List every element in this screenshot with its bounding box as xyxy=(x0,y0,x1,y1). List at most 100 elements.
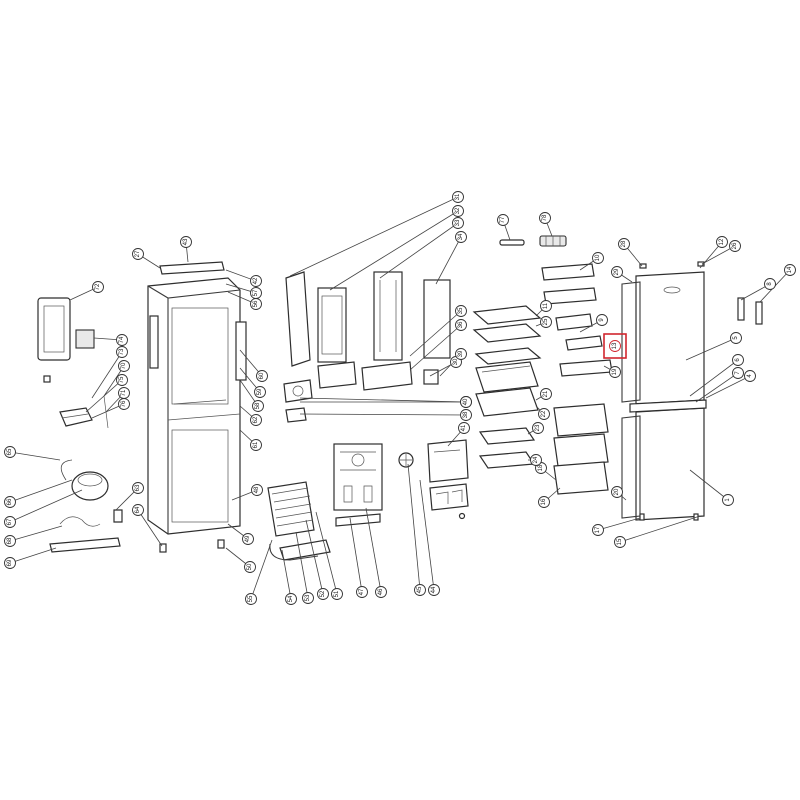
callout-8: 8 xyxy=(764,278,776,290)
callout-72: 72 xyxy=(92,281,104,293)
callout-number-55: 55 xyxy=(248,595,254,602)
top-hinge-plate xyxy=(159,261,225,275)
callout-circle-33 xyxy=(452,217,464,229)
callout-circle-26 xyxy=(729,240,741,252)
callout-number-50: 50 xyxy=(247,563,253,570)
callout-24: 24 xyxy=(530,454,542,466)
compressor xyxy=(60,459,109,501)
callout-61: 61 xyxy=(250,439,262,451)
callout-circle-75 xyxy=(116,374,128,386)
callout-38: 38 xyxy=(460,409,472,421)
callout-circle-14 xyxy=(784,264,796,276)
leader-line-15 xyxy=(619,515,701,543)
glass-shelf-2 xyxy=(472,323,542,343)
callout-circle-60 xyxy=(256,370,268,382)
callout-5: 5 xyxy=(730,332,742,344)
callout-circle-74 xyxy=(116,334,128,346)
callout-circle-76 xyxy=(118,398,130,410)
callout-number-40: 40 xyxy=(463,398,469,405)
callout-number-26: 26 xyxy=(732,242,738,249)
label-plate xyxy=(75,329,95,349)
freezer-drawer-top xyxy=(553,403,609,437)
callout-53: 53 xyxy=(302,592,314,604)
callout-46: 46 xyxy=(375,586,387,598)
callout-number-6: 6 xyxy=(735,358,741,362)
damper xyxy=(285,407,307,423)
callout-25: 25 xyxy=(540,316,552,328)
callout-34: 34 xyxy=(455,231,467,243)
hinge-cap-top-left xyxy=(639,263,647,269)
callout-28: 28 xyxy=(618,238,630,250)
callout-circle-73 xyxy=(116,346,128,358)
callout-number-9: 9 xyxy=(599,318,605,322)
callout-57: 57 xyxy=(250,287,262,299)
leader-line-55 xyxy=(250,539,273,600)
door-balcony-3 xyxy=(555,313,593,331)
highlighted-callout-box xyxy=(603,333,627,359)
callout-number-1: 1 xyxy=(725,498,731,502)
callout-35: 35 xyxy=(455,305,467,317)
callout-circle-1 xyxy=(722,494,734,506)
callout-circle-57 xyxy=(250,287,262,299)
leader-line-68 xyxy=(9,525,63,542)
callout-number-34: 34 xyxy=(458,233,464,240)
freezer-door xyxy=(635,407,705,521)
callout-77: 77 xyxy=(497,214,509,226)
control-box xyxy=(423,369,439,385)
fan-blade xyxy=(398,452,414,468)
callout-number-11: 11 xyxy=(543,302,549,309)
callout-number-48: 48 xyxy=(254,486,260,493)
evaporator-tray xyxy=(279,539,331,561)
door-gasket-frame xyxy=(37,297,71,361)
leader-line-33 xyxy=(379,222,459,279)
callout-circle-38 xyxy=(460,409,472,421)
callout-number-61: 61 xyxy=(253,441,259,448)
callout-number-19: 19 xyxy=(612,368,618,375)
callout-circle-47 xyxy=(356,586,368,598)
callout-44: 44 xyxy=(428,584,440,596)
callout-64: 64 xyxy=(132,504,144,516)
callout-15: 15 xyxy=(614,536,626,548)
door-balcony-1 xyxy=(541,263,595,281)
callout-circle-23 xyxy=(532,422,544,434)
callout-circle-64 xyxy=(132,504,144,516)
callout-23: 23 xyxy=(532,422,544,434)
callout-circle-67 xyxy=(4,516,16,528)
cabinet-hinge-strip-left xyxy=(149,315,159,369)
callout-number-70: 70 xyxy=(121,362,127,369)
callout-circle-25 xyxy=(540,316,552,328)
callout-number-24: 24 xyxy=(533,456,539,463)
leader-line-69 xyxy=(9,547,57,564)
air-duct-cover xyxy=(317,287,347,363)
callout-circle-29 xyxy=(611,266,623,278)
callout-circle-62 xyxy=(250,414,262,426)
callout-circle-72 xyxy=(92,281,104,293)
callout-70: 70 xyxy=(118,360,130,372)
callout-circle-22 xyxy=(538,408,550,420)
callout-circle-65 xyxy=(4,446,16,458)
callout-41: 41 xyxy=(458,422,470,434)
callout-17: 17 xyxy=(592,524,604,536)
callout-39: 39 xyxy=(455,348,467,360)
freezer-tray xyxy=(475,387,539,417)
callout-29: 29 xyxy=(611,266,623,278)
leader-line-36 xyxy=(409,324,462,371)
callout-circle-27 xyxy=(132,248,144,260)
callout-42: 42 xyxy=(250,275,262,287)
wire-harness xyxy=(59,516,101,527)
callout-number-52: 52 xyxy=(320,590,326,597)
callout-circle-10 xyxy=(592,252,604,264)
callout-circle-55 xyxy=(245,593,257,605)
callout-4: 4 xyxy=(744,370,756,382)
callout-circle-69 xyxy=(4,557,16,569)
callout-number-14: 14 xyxy=(787,266,793,273)
leader-line-7 xyxy=(695,372,739,403)
callout-number-49: 49 xyxy=(245,535,251,542)
door-middle-hinge xyxy=(629,399,707,413)
leader-line-34 xyxy=(435,236,462,285)
leader-line-51 xyxy=(315,511,338,595)
callout-number-38: 38 xyxy=(463,411,469,418)
callout-circle-44 xyxy=(428,584,440,596)
door-balcony-4 xyxy=(565,335,603,351)
callout-circle-39 xyxy=(455,348,467,360)
